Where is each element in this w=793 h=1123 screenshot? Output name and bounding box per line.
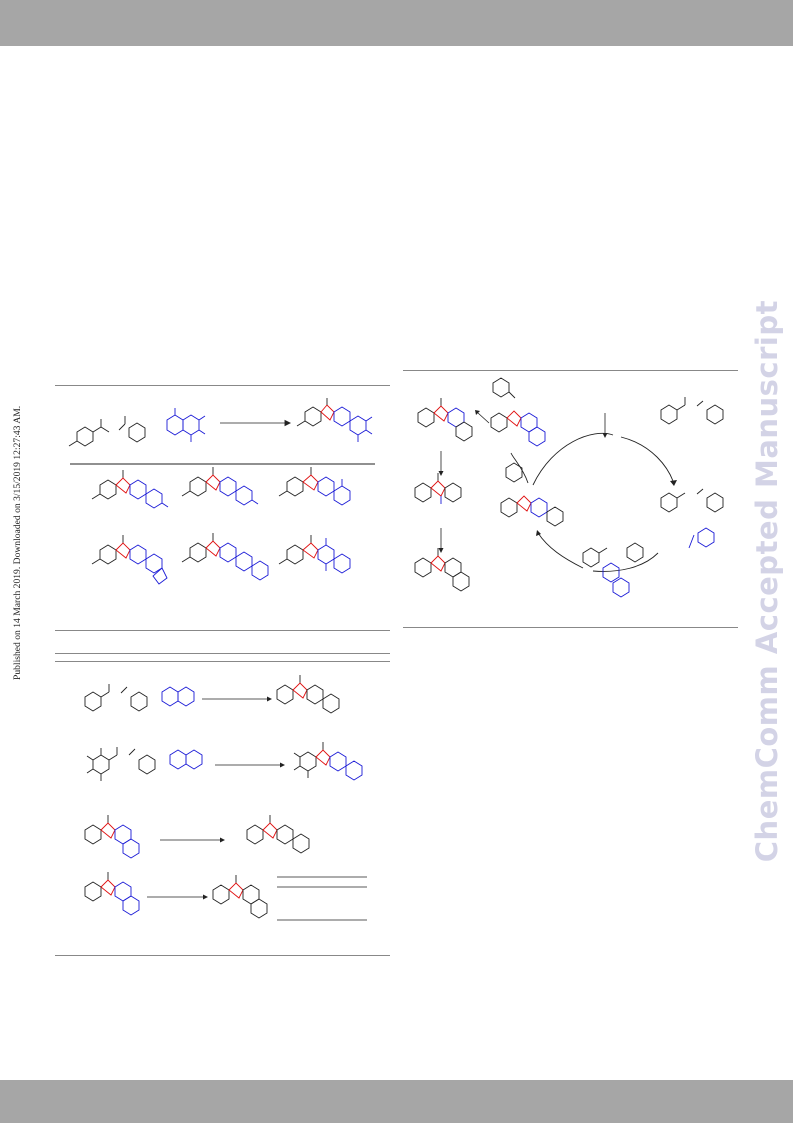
intermediate-left-mid [500, 462, 564, 527]
accepted-manuscript-watermark: ChemComm Accepted Manuscript [750, 300, 784, 863]
exp2-product [293, 742, 363, 781]
arrow-down-catalyst [602, 413, 608, 438]
exp2-reactant [86, 747, 156, 781]
exp1-product [276, 675, 340, 714]
control-experiments-figure [84, 675, 367, 921]
reagent-aryne-structure [166, 408, 206, 442]
exp4-reactant [84, 872, 140, 916]
exp3-arrow [160, 837, 225, 843]
catalytic-cycle-figure [414, 377, 724, 598]
product-row-2 [91, 533, 351, 585]
exp1-arrow [202, 696, 272, 702]
arrow-top-left [475, 410, 490, 424]
intermediate-bottom [582, 542, 644, 598]
exp3-product [246, 815, 310, 854]
control-second-rule [55, 661, 390, 662]
scope-scheme-figure [68, 398, 375, 585]
publication-note: Published on 14 March 2019. Downloaded o… [12, 405, 23, 680]
exp4-product [212, 875, 268, 919]
exp2-arrow [215, 762, 285, 768]
intermediate-top-center [490, 377, 546, 447]
reaction-arrow-1 [220, 419, 292, 427]
scope-bottom-rule [55, 630, 390, 631]
scope-top-rule [55, 385, 390, 386]
product-row-1 [91, 467, 351, 509]
final-product [414, 548, 470, 592]
exp1-reagent [161, 686, 195, 707]
exp3-reactant [84, 815, 140, 859]
intermediate-mid-left [414, 473, 462, 504]
mechanism-top-rule [403, 370, 738, 371]
aryne-reagent-right [688, 527, 715, 549]
arrow-down-1 [438, 451, 444, 476]
intermediate-right [660, 488, 724, 513]
exp2-reagent [169, 749, 203, 770]
exp4-arrow [147, 894, 208, 900]
intermediate-top-left [417, 398, 473, 442]
arrow-down-2 [438, 528, 444, 553]
reactant-benzamide-structure [68, 416, 146, 447]
control-bottom-rule [55, 955, 390, 956]
product-structure [296, 398, 373, 442]
reactant-top-right [660, 397, 724, 425]
header-bar [0, 0, 793, 46]
footer-bar [0, 1080, 793, 1123]
exp1-reactant [84, 684, 148, 712]
mechanism-bottom-rule [403, 627, 738, 628]
control-top-rule [55, 653, 390, 654]
